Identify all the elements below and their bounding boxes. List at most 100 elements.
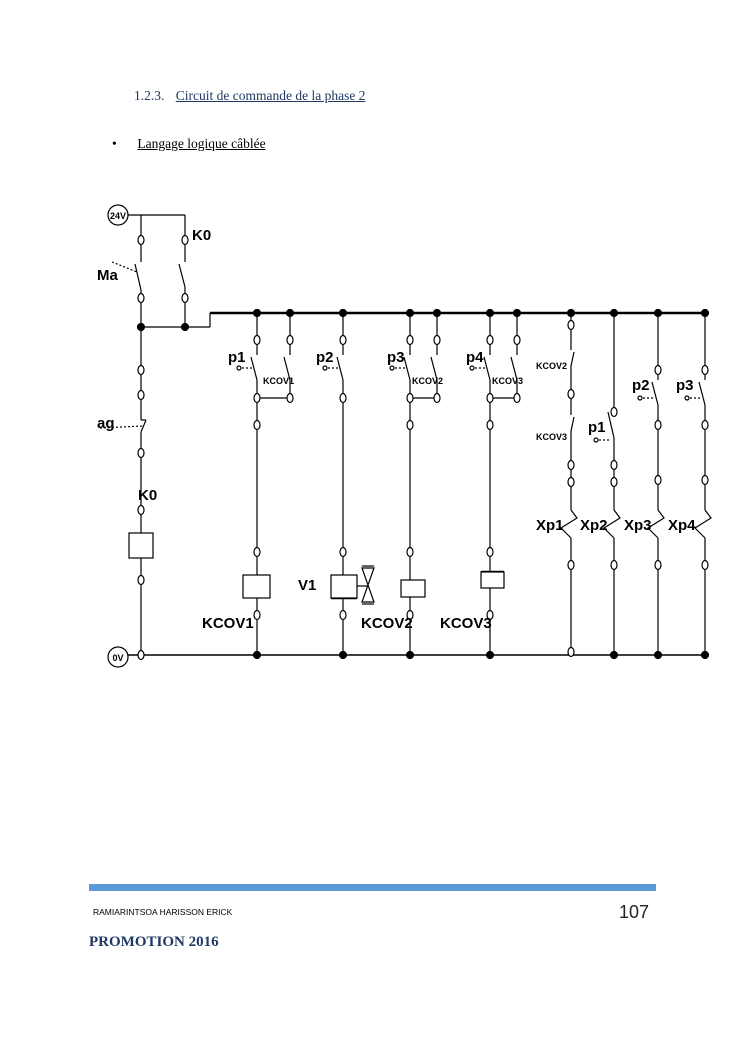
- contact-blade: [698, 381, 706, 406]
- pushbutton-icon: [389, 365, 395, 371]
- junction-dot: [252, 650, 262, 660]
- pushbutton-icon: [684, 395, 690, 401]
- terminal: [567, 476, 575, 488]
- coil-kcov3: [480, 571, 505, 589]
- contact-blade: [483, 356, 491, 381]
- terminal: [137, 292, 145, 304]
- valve-icon: [361, 567, 375, 603]
- junction-dot: [136, 322, 146, 332]
- junction-dot: [338, 308, 348, 318]
- terminal: [486, 334, 494, 346]
- contact-blade: [607, 411, 615, 439]
- junction-dot: [432, 308, 442, 318]
- label-p1-a: p1: [228, 349, 246, 366]
- footer-author: RAMIARINTSOA HARISSON ERICK: [93, 907, 233, 917]
- terminal: [486, 392, 494, 404]
- terminal: [253, 546, 261, 558]
- terminal: [339, 392, 347, 404]
- label-kcov1-coil: KCOV1: [202, 615, 254, 632]
- actuator-link: [111, 261, 138, 273]
- label-ag: ag: [97, 415, 115, 432]
- terminal: [137, 234, 145, 246]
- terminal: [406, 419, 414, 431]
- supply-0v: 0V: [107, 646, 129, 668]
- pushbutton-icon: [322, 365, 328, 371]
- junction-dot: [338, 650, 348, 660]
- terminal: [137, 574, 145, 586]
- junction-dot: [405, 308, 415, 318]
- terminal: [701, 474, 709, 486]
- pushbutton-icon: [593, 437, 599, 443]
- terminal: [137, 504, 145, 516]
- terminal: [286, 334, 294, 346]
- terminal: [701, 559, 709, 571]
- label-kcov3-coil: KCOV3: [440, 615, 492, 632]
- footer-divider: [89, 884, 656, 891]
- label-p2-b: p2: [632, 377, 650, 394]
- page-number: 107: [619, 902, 650, 922]
- components: [128, 234, 710, 661]
- contact-blade: [336, 356, 344, 381]
- contact-blade: [178, 263, 186, 288]
- label-xp4: Xp4: [668, 517, 696, 534]
- section-number: 1.2.3.: [134, 88, 165, 103]
- label-kcov1-contact: KCOV1: [263, 376, 294, 386]
- terminal: [181, 234, 189, 246]
- terminal: [567, 559, 575, 571]
- terminal: [654, 364, 662, 376]
- label-p3-a: p3: [387, 349, 405, 366]
- terminal: [253, 334, 261, 346]
- terminal: [610, 459, 618, 471]
- junction-dot: [700, 308, 710, 318]
- supply-bottom-label: 0V: [112, 653, 123, 663]
- terminal: [701, 364, 709, 376]
- terminal: [610, 476, 618, 488]
- terminal: [567, 319, 575, 331]
- terminal: [567, 646, 575, 658]
- junction-dot: [609, 308, 619, 318]
- terminal: [513, 392, 521, 404]
- terminal: [654, 559, 662, 571]
- label-v1: V1: [298, 577, 316, 594]
- junction-dot: [405, 650, 415, 660]
- terminal: [486, 419, 494, 431]
- junction-dot: [485, 650, 495, 660]
- label-xp1: Xp1: [536, 517, 564, 534]
- nc-contact-blade: [570, 416, 575, 432]
- nc-contact-blade: [140, 419, 147, 433]
- label-kcov3-contact: KCOV3: [492, 376, 523, 386]
- terminal: [339, 609, 347, 621]
- terminal: [433, 392, 441, 404]
- terminal: [286, 392, 294, 404]
- contact-blade: [430, 356, 438, 381]
- junction-dot: [512, 308, 522, 318]
- terminal: [486, 609, 494, 621]
- pushbutton-icon: [637, 395, 643, 401]
- terminal: [654, 419, 662, 431]
- section-title: Circuit de commande de la phase 2: [175, 88, 366, 103]
- coil-kcov1: [242, 574, 271, 599]
- junction-dot: [700, 650, 710, 660]
- terminal: [406, 334, 414, 346]
- label-ma: Ma: [97, 267, 118, 284]
- label-p4: p4: [466, 349, 484, 366]
- terminal: [610, 559, 618, 571]
- label-p2-a: p2: [316, 349, 334, 366]
- bullet-text: Langage logique câblée: [137, 136, 266, 151]
- contact-blade: [651, 381, 659, 406]
- coil-kcov2: [400, 579, 426, 598]
- coil-k0: [128, 532, 154, 559]
- supply-top-label: 24V: [110, 211, 126, 221]
- contact-blade: [134, 263, 142, 291]
- junction-dot: [566, 308, 576, 318]
- terminal: [567, 459, 575, 471]
- junction-dot: [180, 322, 190, 332]
- pushbutton-icon: [469, 365, 475, 371]
- solenoid-v1: [330, 574, 358, 599]
- terminal: [253, 609, 261, 621]
- terminal: [137, 649, 145, 661]
- heater-zigzag-icon: [694, 509, 712, 539]
- terminal: [406, 392, 414, 404]
- label-kcov3-nc: KCOV3: [536, 432, 567, 442]
